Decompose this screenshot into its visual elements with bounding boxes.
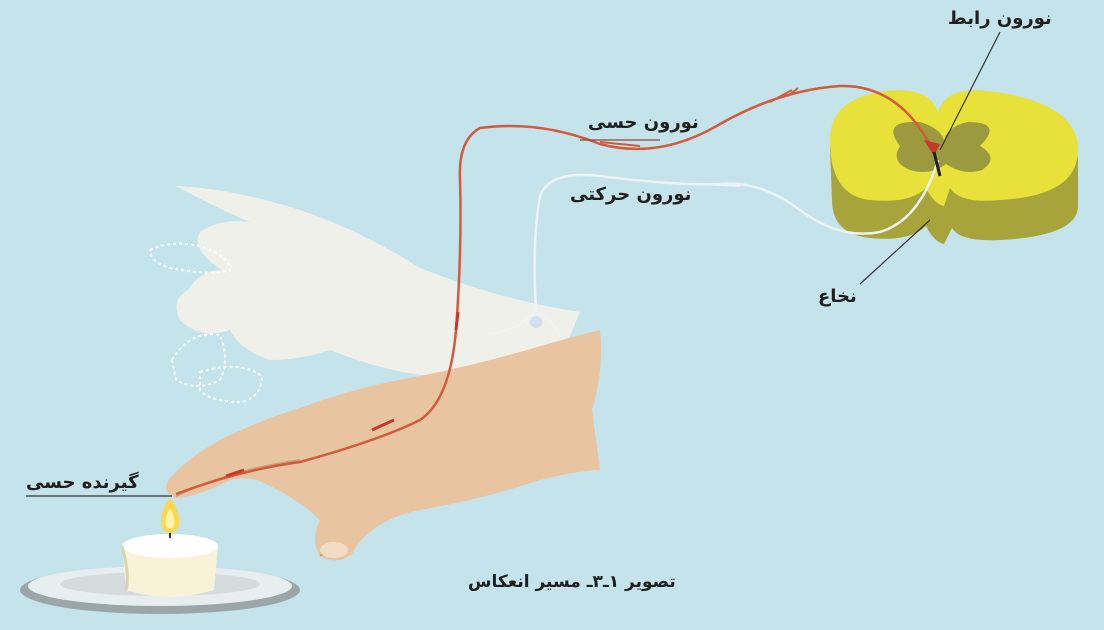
candle bbox=[122, 528, 218, 597]
sensory-neuron-label: نورون حسی bbox=[588, 114, 699, 132]
sensory-receptor-label: گیرنده حسی bbox=[26, 474, 139, 492]
flame bbox=[161, 498, 179, 533]
spinal-cord-label: نخاع bbox=[818, 288, 857, 306]
interneuron-label: نورون رابط bbox=[948, 10, 1052, 28]
figure-caption: تصویر ۱ـ۳ـ مسیر انعکاس bbox=[468, 574, 676, 591]
motor-neuron-label: نورون حرکتی bbox=[570, 186, 691, 204]
spinal-cord bbox=[830, 90, 1078, 244]
